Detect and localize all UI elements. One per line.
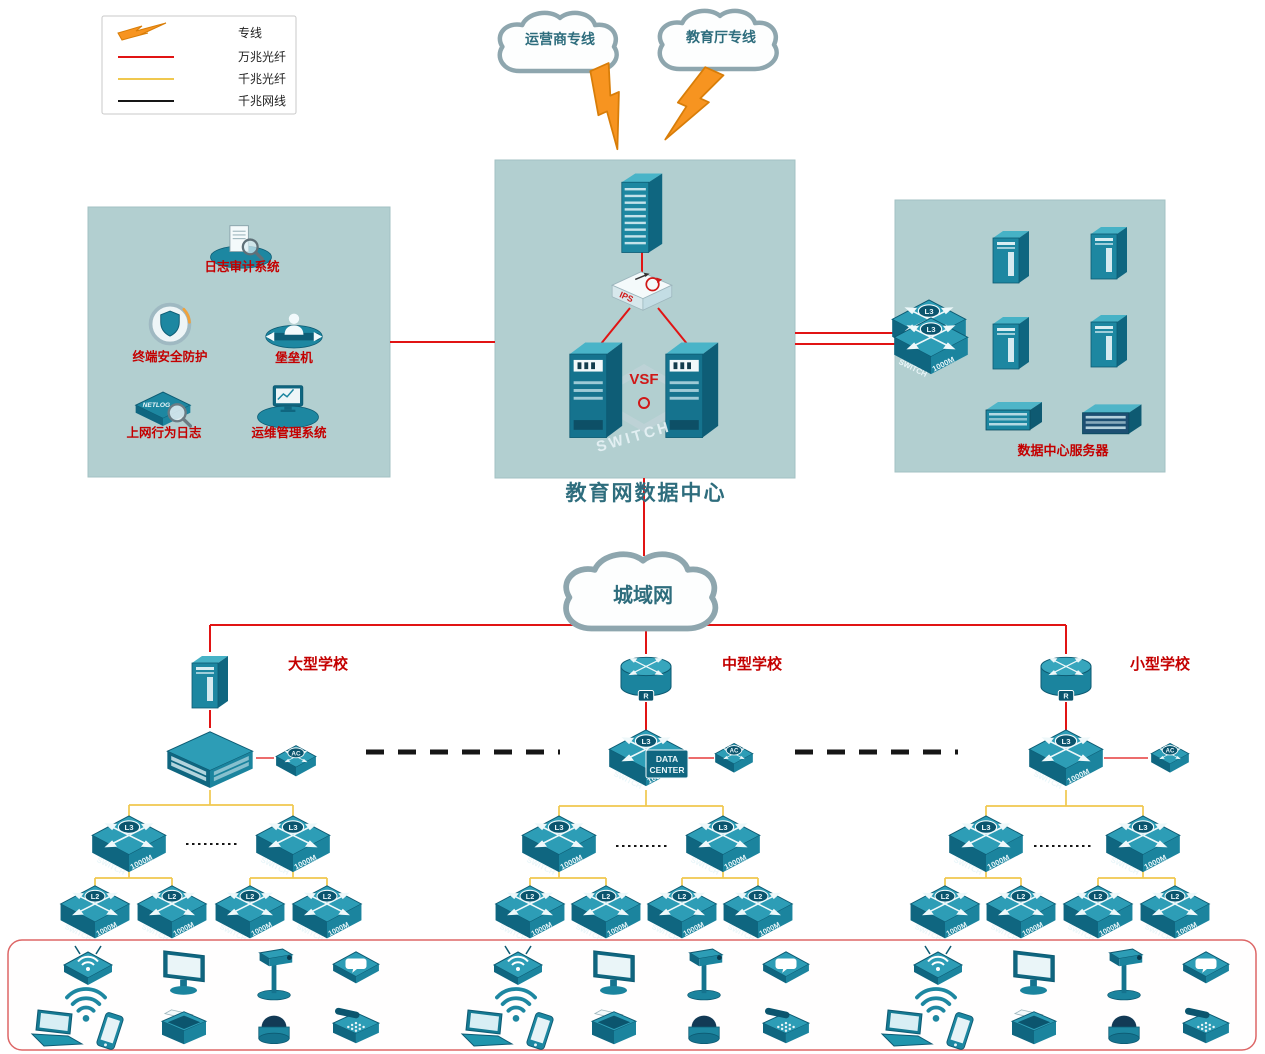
l2-switch	[1141, 886, 1210, 943]
l3-switch	[686, 816, 760, 877]
legend-box	[101, 15, 297, 115]
legend-lightning-icon	[117, 22, 167, 41]
rack-server	[985, 401, 1043, 431]
server-zone-caption: 数据中心服务器	[1017, 443, 1109, 458]
server-tower	[992, 230, 1030, 284]
net-behavior-log-label: 上网行为日志	[126, 425, 202, 440]
terminal-security-icon	[148, 302, 192, 346]
medium-school-label: 中型学校	[722, 655, 783, 673]
legend: 专线 万兆光纤 千兆光纤 千兆网线	[101, 15, 297, 115]
legend-item-label: 万兆光纤	[238, 50, 286, 64]
ac-controller	[1151, 743, 1189, 772]
datacenter-switch-badge	[645, 749, 689, 779]
l2-switch	[61, 886, 130, 943]
medium-school-router	[621, 657, 671, 701]
log-audit-label: 日志审计系统	[204, 259, 280, 274]
lightning-bolt-operator	[579, 62, 644, 152]
lightning-bolt-education	[661, 61, 725, 152]
small-school-label: 小型学校	[1130, 655, 1191, 673]
ac-controller	[276, 746, 316, 777]
separator-dashes	[186, 749, 1094, 847]
l2-switch	[724, 886, 793, 943]
l3-switch	[256, 816, 330, 877]
l2-switch	[572, 886, 641, 943]
l2-switch	[496, 886, 565, 943]
operator-cloud-label: 运营商专线	[525, 31, 595, 48]
education-cloud-label: 教育厅专线	[686, 29, 756, 46]
vsf-core-switch-2	[665, 341, 719, 439]
bastion-host-label: 堡垒机	[275, 350, 313, 365]
l2-switch	[648, 886, 717, 943]
small-school-router	[1041, 657, 1091, 701]
l2-switch	[1064, 886, 1133, 943]
server-tower	[1090, 314, 1128, 368]
l3-switch	[92, 816, 166, 877]
datacenter-switch-line1: DATA	[656, 754, 678, 764]
large-school-label: 大型学校	[288, 655, 349, 673]
large-school-gateway-server	[191, 655, 229, 709]
terminal-security-label: 终端安全防护	[132, 349, 207, 364]
l2-switch	[293, 886, 362, 943]
connection-lines-1g-fiber	[94, 790, 1176, 888]
legend-item-label: 千兆光纤	[238, 72, 286, 86]
ac-controller	[715, 743, 753, 772]
firewall-device	[621, 173, 663, 254]
l3-switch	[949, 816, 1023, 877]
datacenter-switch-line2: CENTER	[650, 765, 685, 775]
l2-switch	[138, 886, 207, 943]
vsf-core-switch-1	[569, 341, 623, 439]
ops-management-label: 运维管理系统	[251, 425, 327, 440]
l3-switch	[522, 816, 596, 877]
l2-switch	[911, 886, 980, 943]
legend-item-label: 千兆网线	[238, 94, 286, 108]
l2-switch	[987, 886, 1056, 943]
datacenter-title: 教育网数据中心	[566, 480, 727, 505]
rack-server-dark	[1081, 403, 1143, 435]
vsf-link-marker	[638, 397, 650, 409]
small-school-core-switch	[1029, 730, 1103, 791]
l3-switch	[1106, 816, 1180, 877]
server-tower	[992, 316, 1030, 370]
metro-network-label: 城域网	[613, 583, 673, 607]
legend-item-label: 专线	[238, 25, 262, 40]
vsf-label: VSF	[629, 371, 658, 388]
large-school-core-switch	[166, 731, 254, 789]
l2-switch	[216, 886, 285, 943]
server-tower	[1090, 226, 1128, 280]
